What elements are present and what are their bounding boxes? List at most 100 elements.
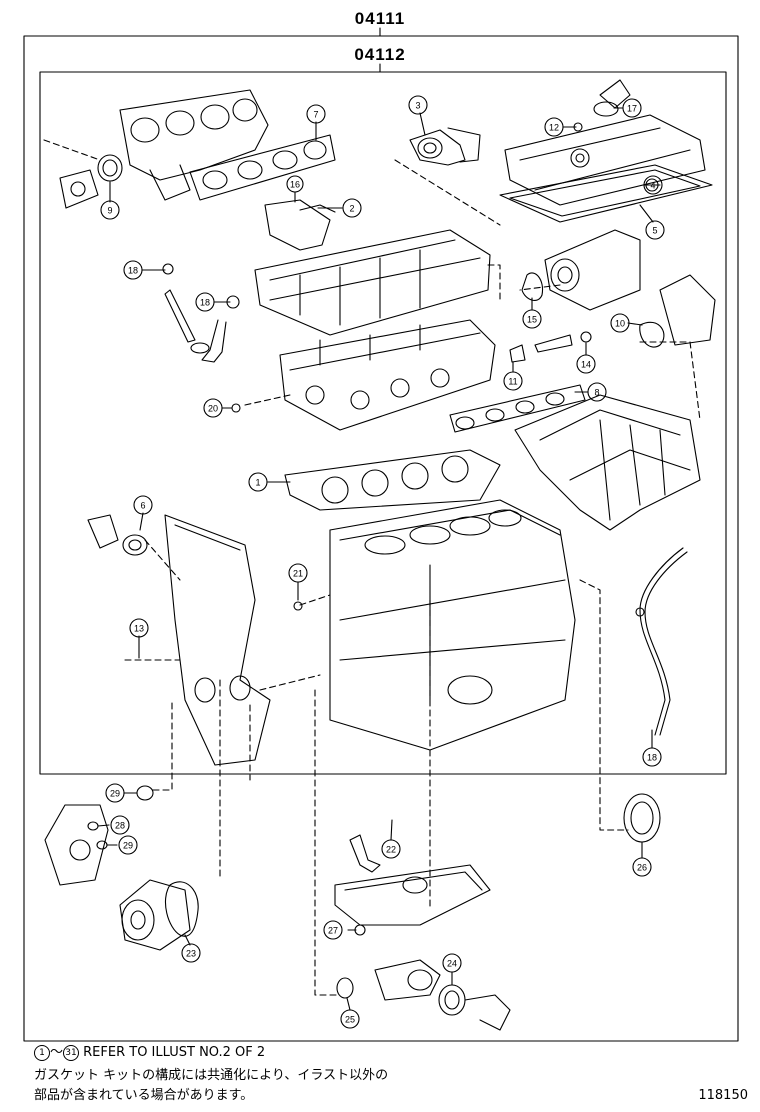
callout-20: 20: [203, 398, 223, 418]
japanese-note-line-2: 部品が含まれている場合があります。: [34, 1088, 254, 1103]
oil-filter-union: [374, 959, 441, 1001]
callout-4: 4: [643, 175, 663, 195]
callout-14: 14: [576, 354, 596, 374]
callout-6: 6: [133, 495, 153, 515]
svg-text:1: 1: [255, 478, 260, 488]
svg-text:18: 18: [647, 753, 657, 763]
svg-text:29: 29: [123, 841, 133, 851]
svg-text:5: 5: [652, 226, 657, 236]
svg-text:28: 28: [115, 821, 125, 831]
outer-kit-frame: [23, 35, 739, 1042]
callout-7: 7: [306, 104, 326, 124]
callout-10: 10: [610, 313, 630, 333]
svg-text:3: 3: [415, 101, 420, 111]
reference-note: 1～31 REFER TO ILLUST NO.2 OF 2: [34, 1043, 265, 1063]
callout-2: 2: [342, 198, 362, 218]
svg-text:6: 6: [140, 501, 145, 511]
callout-8: 8: [587, 382, 607, 402]
svg-text:10: 10: [615, 319, 625, 329]
inner-kit-frame: [39, 71, 727, 775]
callout-28: 27: [323, 920, 343, 940]
svg-text:22: 22: [386, 845, 396, 855]
illustration-number: 118150: [698, 1088, 748, 1103]
callout-25: 25: [340, 1009, 360, 1029]
outer-assembly-code: 04111: [355, 9, 405, 28]
ref-end-callout: 31: [63, 1045, 80, 1061]
callout-15: 15: [522, 309, 542, 329]
air-intake-duct: [544, 229, 716, 346]
callout-11: 11: [503, 371, 523, 391]
water-pump: [44, 804, 109, 886]
intake-manifold: [514, 394, 701, 531]
svg-text:18: 18: [128, 266, 138, 276]
callout-9: 9: [100, 200, 120, 220]
ref-text: REFER TO ILLUST NO.2 OF 2: [79, 1045, 266, 1060]
front-oil-seal: [438, 984, 511, 1031]
svg-text:13: 13: [134, 624, 144, 634]
callout-18c: 18: [642, 747, 662, 767]
oil-pump-adapter: [87, 514, 148, 556]
head-cover-gasket: [499, 164, 713, 223]
callout-29a: 28: [110, 815, 130, 835]
svg-text:7: 7: [313, 110, 318, 120]
svg-text:17: 17: [627, 104, 637, 114]
svg-text:23: 23: [186, 949, 196, 959]
water-outlet: [409, 127, 481, 166]
timing-chain-cover: [164, 514, 271, 766]
svg-text:11: 11: [508, 377, 517, 387]
callout-12: 12: [544, 117, 564, 137]
callout-1: 1: [248, 472, 268, 492]
engine-valve: [164, 289, 227, 363]
camshaft-housing: [254, 229, 491, 336]
svg-text:15: 15: [527, 315, 537, 325]
camshaft-bracket: [264, 199, 336, 251]
dashed-leaders: [43, 139, 701, 996]
svg-text:4: 4: [650, 181, 655, 191]
japanese-note-line-1: ガスケット キットの構成には共通化により、イラスト以外の: [34, 1068, 389, 1083]
callout-18a: 18: [123, 260, 143, 280]
inner-assembly-code: 04112: [354, 45, 405, 64]
cylinder-head-gasket: [284, 449, 501, 511]
callout-leaders: [97, 107, 661, 1011]
callout-17: 17: [622, 98, 642, 118]
water-pump-gasket: [165, 881, 199, 937]
callout-13: 13: [129, 618, 149, 638]
svg-text:29: 29: [110, 789, 120, 799]
intake-manifold-gasket: [449, 384, 586, 433]
svg-text:27: 27: [328, 926, 338, 936]
callout-23: 23: [181, 943, 201, 963]
svg-text:20: 20: [208, 404, 218, 414]
callout-27: 26: [632, 857, 652, 877]
svg-text:14: 14: [581, 360, 591, 370]
ref-tilde: ～: [50, 1045, 64, 1060]
svg-text:18: 18: [200, 298, 210, 308]
o-rings: [87, 101, 665, 999]
svg-text:25: 25: [345, 1015, 355, 1025]
callout-29b: 29: [118, 835, 138, 855]
callout-21: 21: [288, 563, 308, 583]
svg-text:24: 24: [447, 959, 457, 969]
svg-text:16: 16: [290, 180, 300, 190]
callout-24: 24: [442, 953, 462, 973]
exhaust-manifold: [59, 89, 269, 209]
svg-text:2: 2: [349, 204, 354, 214]
crankshaft-rear-oil-seal: [623, 793, 661, 843]
callout-22: 22: [381, 839, 401, 859]
svg-text:26: 26: [637, 863, 647, 873]
callout-18b: 18: [195, 292, 215, 312]
cylinder-head: [279, 319, 496, 431]
oil-pan: [334, 864, 491, 926]
exhaust-manifold-gasket: [189, 134, 336, 201]
callout-16: 16: [286, 175, 304, 193]
svg-text:12: 12: [549, 123, 559, 133]
callout-5: 5: [645, 220, 665, 240]
svg-text:21: 21: [293, 569, 303, 579]
callout-numbers: 1 2 3 4 5 6 7 8 9 10 11 12 13 14 15 16 1…: [100, 95, 665, 1029]
callout-26: 29: [105, 783, 125, 803]
water-pump-pulley: [119, 879, 191, 951]
oil-level-gauge: [635, 547, 688, 736]
oil-strainer: [349, 834, 381, 873]
cylinder-head-cover: [504, 79, 706, 206]
svg-text:9: 9: [107, 206, 112, 216]
